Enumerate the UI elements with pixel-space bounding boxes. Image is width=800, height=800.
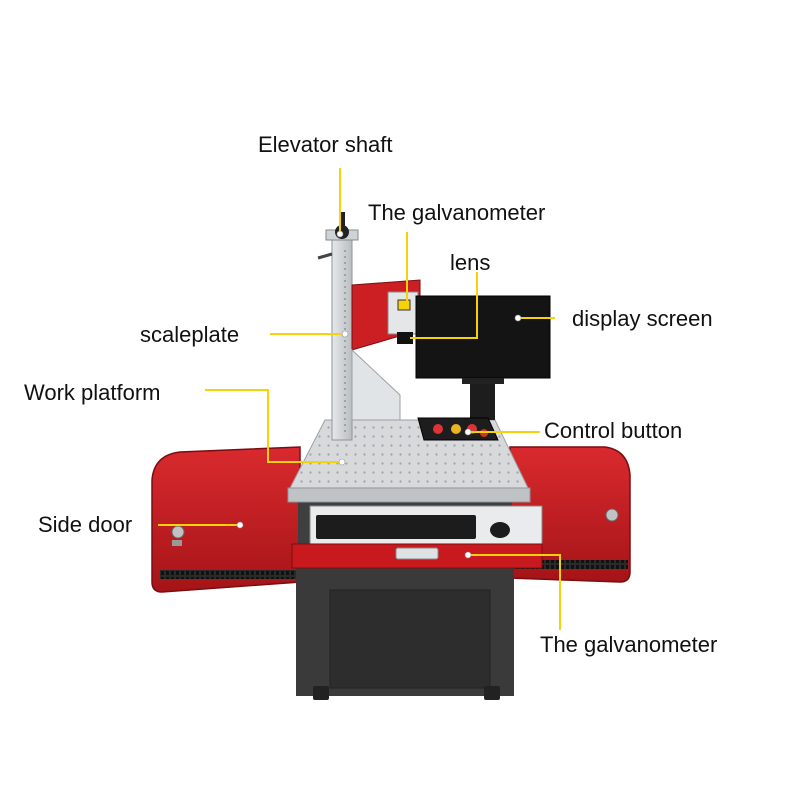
control-button-1 [433, 424, 443, 434]
right-door-hinge [605, 508, 619, 522]
leader-dots [236, 230, 522, 559]
label-work-platform: Work platform [24, 380, 161, 405]
left-foot [313, 686, 329, 700]
galvanometer-head [351, 279, 421, 421]
left-door-hinge [171, 525, 185, 539]
right-door-vent [510, 560, 628, 569]
leader-work-platform [205, 389, 342, 463]
keyboard [316, 515, 476, 539]
keyboard-drawer [291, 505, 543, 569]
left-side-door [151, 446, 301, 593]
label-galvanometer-bottom: The galvanometer [540, 632, 718, 657]
mouse [490, 522, 510, 538]
control-panel [417, 417, 499, 441]
label-control-button: Control button [544, 418, 683, 443]
drawer-handle [395, 547, 439, 560]
lens [397, 332, 413, 344]
monitor [415, 295, 551, 420]
elevator-column [317, 212, 359, 441]
label-galvanometer-top: The galvanometer [368, 200, 546, 225]
right-foot [484, 686, 500, 700]
label-display-screen: display screen [572, 306, 713, 331]
leader-galvanometer-bottom [468, 554, 561, 630]
control-button-2 [451, 424, 461, 434]
laser-warning-sign [397, 299, 411, 311]
label-scaleplate: scaleplate [140, 322, 240, 347]
label-lens: lens [450, 250, 491, 275]
label-elevator-shaft: Elevator shaft [258, 132, 393, 157]
leader-lens [410, 272, 478, 339]
leader-lines [158, 168, 561, 630]
label-side-door: Side door [38, 512, 133, 537]
left-door-vent [160, 570, 300, 579]
